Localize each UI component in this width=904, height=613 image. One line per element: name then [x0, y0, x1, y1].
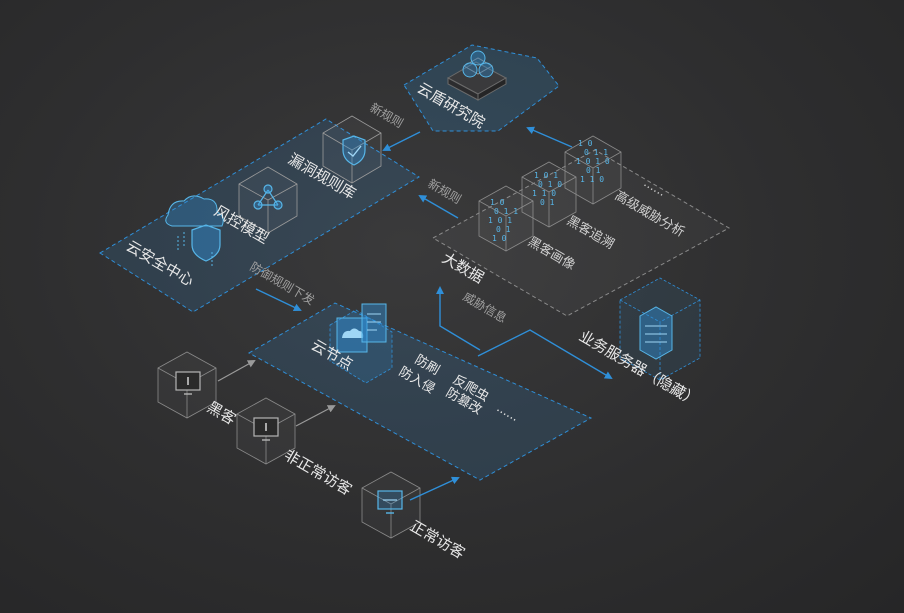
abnormal-visitor-label: 非正常访客: [281, 446, 355, 499]
cloud-node-icon: [329, 303, 393, 384]
monitor-icon: [253, 417, 279, 441]
svg-text:0 1 1: 0 1 1: [584, 148, 608, 157]
threat-info-arrow: [436, 286, 481, 351]
svg-text:1 0: 1 0: [492, 234, 507, 243]
server-rack-icon: [639, 306, 673, 360]
defense-rules-label: 防御规则下发: [248, 259, 318, 308]
svg-text:1 0: 1 0: [578, 139, 593, 148]
hacker-trace-cube: [521, 161, 577, 228]
svg-text:1 0 1: 1 0 1: [534, 171, 558, 180]
cloud-security-icon: [165, 195, 224, 266]
binary-data-icon: 1 0 0 1 1 1 0 1 0 1 1 0 1 0 1 0 1 0 1 1 …: [488, 139, 610, 243]
svg-text:1 0 1 0: 1 0 1 0: [576, 157, 610, 166]
hacker-portrait-cube: [478, 185, 534, 252]
monitor-icon: [377, 490, 403, 514]
network-node-icon: [253, 184, 283, 210]
svg-text:0 1 1: 0 1 1: [494, 207, 518, 216]
monitor-icon: [175, 371, 201, 395]
hacker-label: 黑客: [204, 398, 239, 429]
normal-visitor-label: 正常访客: [407, 517, 468, 563]
svg-text:1 1 0: 1 1 0: [580, 175, 604, 184]
security-center-platform: [99, 118, 420, 313]
research-server-icon: [446, 50, 508, 101]
svg-text:1 0 1: 1 0 1: [488, 216, 512, 225]
research-feed-arrow: [526, 126, 573, 148]
svg-text:0 1: 0 1: [540, 198, 555, 207]
new-rules-label-1: 新规则: [368, 100, 407, 131]
hacker-arrow: [217, 360, 256, 382]
cloud-node-platform: [247, 302, 593, 481]
svg-text:0 1 0: 0 1 0: [538, 180, 562, 189]
shield-icon: [342, 135, 366, 166]
svg-text:0 1: 0 1: [586, 166, 601, 175]
normal-visitor-arrow: [409, 476, 460, 501]
big-data-platform: [431, 149, 731, 317]
normal-visitor-cube: [361, 471, 421, 539]
threat-info-label: 威胁信息: [461, 289, 510, 326]
threat-analysis-cube: [564, 135, 622, 205]
server-link-arrow: [477, 329, 613, 380]
svg-text:0 1: 0 1: [496, 225, 511, 234]
svg-text:1 0: 1 0: [490, 198, 505, 207]
defense-rules-arrow: [255, 288, 302, 312]
svg-text:1 1 0: 1 1 0: [532, 189, 556, 198]
server-cube: [619, 277, 701, 381]
abnormal-visitor-arrow: [295, 405, 336, 427]
new-rules-arrow-1: [382, 131, 421, 151]
new-rules-arrow-2: [418, 194, 459, 219]
